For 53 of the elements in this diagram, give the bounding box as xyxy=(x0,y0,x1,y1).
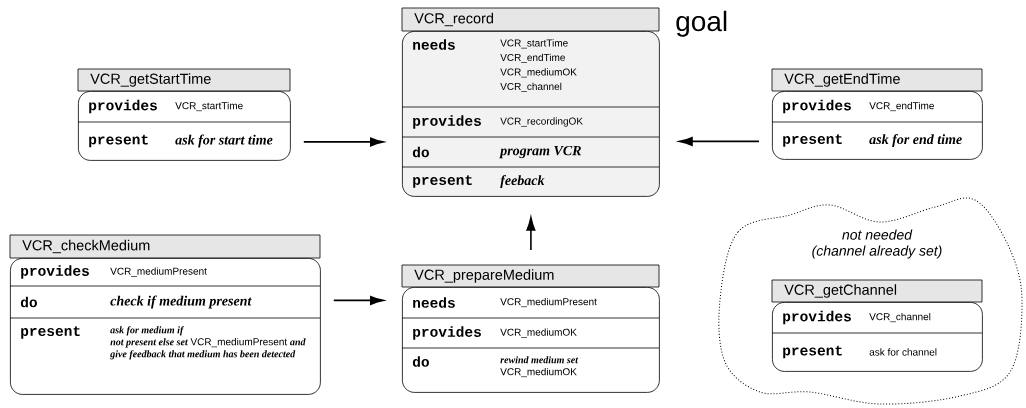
value-text: VCR_mediumOK xyxy=(500,328,577,338)
value-text: ask for end time xyxy=(869,134,962,147)
value-text: feeback xyxy=(500,175,545,188)
value-text: VCR_mediumOK xyxy=(500,68,577,78)
value-text: ask for channel xyxy=(869,348,937,356)
value-text: ask for medium if not present else set VCR_mediumPresent and give feedback that medium has been detected xyxy=(110,326,306,360)
goal-label: goal xyxy=(676,10,727,37)
module-title: VCR_checkMedium xyxy=(22,239,150,254)
note-text: not needed (channel already set) xyxy=(812,229,942,259)
keyword: present xyxy=(89,134,148,148)
keyword: do xyxy=(412,356,429,367)
keyword: provides xyxy=(783,99,851,114)
module-title: VCR_prepareMedium xyxy=(414,269,554,283)
keyword: present xyxy=(21,326,80,339)
module-card xyxy=(77,68,291,161)
value-text: program VCR xyxy=(499,145,581,159)
keyword: do xyxy=(412,146,429,158)
value-text: ask for start time xyxy=(175,134,273,148)
keyword: needs xyxy=(413,297,455,308)
value-text: VCR_mediumPresent xyxy=(110,267,207,277)
value-text: rewind medium set VCR_mediumOK xyxy=(500,356,579,378)
keyword: provides xyxy=(783,310,851,325)
keyword: present xyxy=(783,134,842,147)
cloud-outline xyxy=(718,197,1023,405)
keyword: do xyxy=(20,296,37,308)
module-title: VCR_getStartTime xyxy=(90,73,211,87)
keyword: provides xyxy=(413,115,481,129)
module-card xyxy=(9,234,321,395)
keyword: provides xyxy=(413,326,481,340)
value-text: VCR_channel xyxy=(869,312,931,323)
arrow xyxy=(526,217,536,251)
keyword: needs xyxy=(413,39,455,50)
value-text: check if medium present xyxy=(110,295,252,309)
value-text: VCR_recordingOK xyxy=(500,117,583,127)
module-card xyxy=(401,7,660,197)
value-text: VCR_mediumPresent xyxy=(500,297,597,308)
value-text: VCR_channel xyxy=(500,82,562,92)
value-text: VCR_endTime xyxy=(869,101,934,112)
value-text: VCR_endTime xyxy=(500,53,565,63)
module-card xyxy=(771,68,983,160)
module-title: VCR_getChannel xyxy=(784,284,897,298)
keyword: present xyxy=(783,345,842,359)
module-card xyxy=(771,279,983,372)
module-title: VCR_getEndTime xyxy=(784,73,900,87)
module-card xyxy=(401,264,660,393)
keyword: provides xyxy=(89,99,157,114)
keyword: present xyxy=(413,175,472,188)
arrow xyxy=(303,137,384,147)
arrow xyxy=(333,295,384,305)
value-text: VCR_startTime xyxy=(500,39,568,49)
keyword: provides xyxy=(21,265,89,279)
value-text: VCR_startTime xyxy=(175,101,243,112)
module-title: VCR_record xyxy=(414,12,494,27)
